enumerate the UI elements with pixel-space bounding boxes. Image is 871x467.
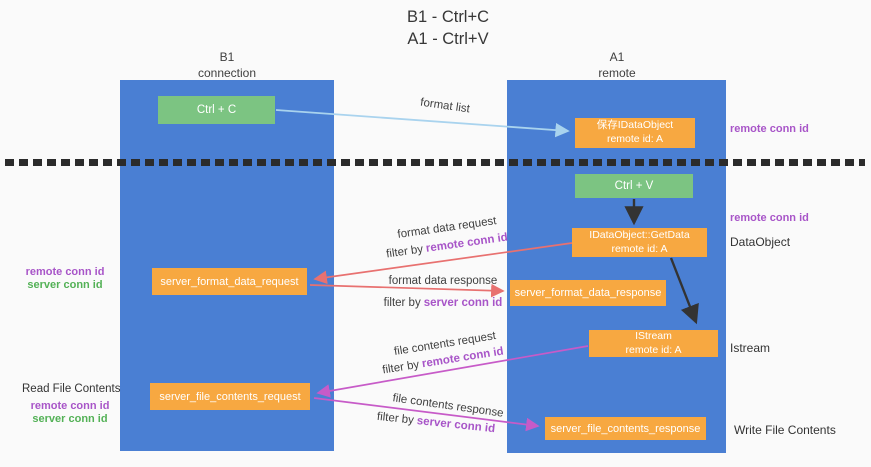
annotation-left-mid-server: server conn id — [27, 279, 103, 292]
annotation-left-bottom-remote: remote conn id — [30, 399, 110, 412]
format-data-response-label: format data response — [388, 275, 498, 287]
annotation-dataobject: DataObject — [730, 235, 791, 249]
filter-prefix: filter by — [376, 410, 415, 427]
node-idataobject-getdata-line2: remote id: A — [611, 242, 668, 255]
annotation-remote-conn-id-top: remote conn id — [730, 123, 809, 135]
filter-prefix: filter by — [383, 297, 421, 309]
lane-a1-subtitle: remote — [598, 65, 636, 80]
node-server-file-contents-request-label: server_file_contents_request — [159, 390, 301, 403]
node-saved-idataobject-line2: remote id: A — [606, 133, 663, 145]
lane-b1-subtitle: connection — [197, 65, 257, 80]
filter-prefix: filter by — [385, 243, 424, 261]
node-server-format-data-response-label: server_format_data_response — [514, 287, 662, 299]
annotation-left-bottom-block: Read File Contents remote conn id server… — [22, 383, 121, 426]
node-ctrl-c-label: Ctrl + C — [196, 104, 237, 116]
lane-header-a1: A1 remote — [547, 50, 687, 81]
node-idataobject-getdata: IDataObject::GetData remote id: A — [572, 228, 707, 257]
node-istream: IStream remote id: A — [589, 330, 718, 357]
phase-separator-dashed-line — [5, 159, 865, 166]
node-server-file-contents-response: server_file_contents_response — [545, 417, 706, 440]
annotation-read-file-contents: Read File Contents — [22, 383, 121, 395]
node-server-format-data-request: server_format_data_request — [152, 268, 307, 295]
annotation-write-file-contents: Write File Contents — [734, 423, 836, 437]
lane-header-b1: B1 connection — [157, 50, 297, 81]
node-ctrl-v: Ctrl + V — [575, 174, 693, 198]
lane-b1-name: B1 — [219, 50, 235, 64]
diagram-title: B1 - Ctrl+C A1 - Ctrl+V — [348, 6, 548, 51]
node-ctrl-v-label: Ctrl + V — [614, 180, 654, 192]
lane-a1-name: A1 — [609, 50, 625, 64]
node-server-file-contents-request: server_file_contents_request — [150, 383, 310, 410]
node-ctrl-c: Ctrl + C — [158, 96, 275, 124]
format-list-label: format list — [419, 96, 471, 116]
node-saved-idataobject-line1: 保存IDataObject — [596, 119, 674, 132]
annotation-left-bottom-server: server conn id — [32, 412, 108, 425]
filter-prefix: filter by — [381, 358, 421, 377]
node-saved-idataobject: 保存IDataObject remote id: A — [575, 118, 695, 148]
annotation-left-mid-conn-ids: remote conn id server conn id — [24, 266, 106, 292]
annotation-left-mid-remote: remote conn id — [25, 266, 105, 278]
node-idataobject-getdata-line1: IDataObject::GetData — [589, 228, 690, 241]
node-istream-line2: remote id: A — [625, 343, 682, 356]
node-istream-line1: IStream — [635, 329, 672, 342]
filter-key: server conn id — [423, 297, 503, 309]
node-server-format-data-response: server_format_data_response — [510, 280, 666, 306]
annotation-istream: Istream — [730, 341, 771, 355]
node-server-format-data-request-label: server_format_data_request — [160, 275, 299, 288]
annotation-remote-conn-id-mid: remote conn id — [730, 212, 809, 224]
node-server-file-contents-response-label: server_file_contents_response — [550, 422, 701, 435]
diagram-title-line2: A1 - Ctrl+V — [407, 30, 489, 49]
filter-key: server conn id — [416, 415, 496, 436]
diagram-title-line1: B1 - Ctrl+C — [406, 8, 490, 26]
